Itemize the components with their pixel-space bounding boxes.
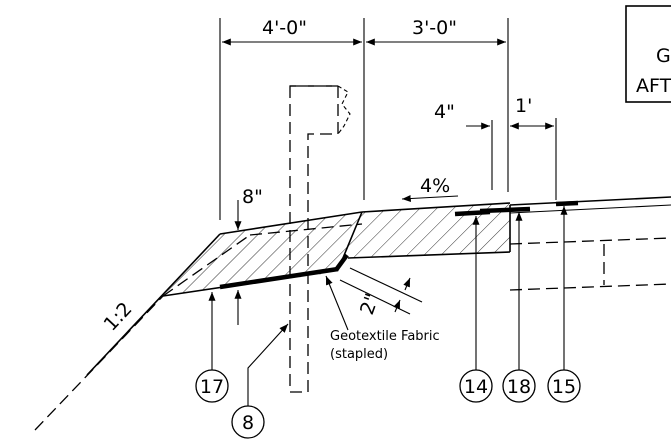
callout-18-label: 18 [507, 376, 531, 398]
thickness-dimension: 2" [339, 267, 423, 318]
callout-14-label: 14 [464, 376, 488, 398]
dim-1ft: 1' [515, 95, 532, 117]
geotextile-note: Geotextile Fabric (stapled) [325, 275, 440, 362]
callout-17: 17 [195, 369, 229, 403]
callout-15: 15 [547, 369, 581, 403]
thick-components [219, 200, 579, 290]
dashed-post [289, 85, 351, 393]
top-dimensions: 4'-0" 3'-0" [219, 17, 509, 220]
depth-label: 8" [242, 186, 263, 208]
dim-left-width: 4'-0" [262, 17, 307, 39]
cross-slope: 4% [401, 175, 459, 203]
dim-4in: 4" [434, 101, 455, 123]
title-box-line1: G [656, 45, 671, 67]
geotextile-label: Geotextile Fabric [330, 329, 440, 344]
cross-slope-label: 4% [420, 175, 450, 197]
title-box: G AFT [625, 5, 671, 103]
callout-8-label: 8 [242, 412, 254, 434]
callout-14: 14 [459, 369, 493, 403]
callout-15-label: 15 [552, 376, 576, 398]
callout-18: 18 [502, 369, 536, 403]
offset-dimensions: 4" 1' [434, 95, 557, 200]
depth-dimension: 8" [234, 186, 263, 325]
title-box-line2: AFT [636, 75, 671, 97]
callout-8: 8 [231, 405, 265, 439]
embankment-lines [34, 196, 671, 431]
geotextile-stapled: (stapled) [330, 347, 388, 362]
hatched-section [163, 203, 510, 296]
callout-17-label: 17 [200, 376, 224, 398]
side-slope-label: 1:2 [100, 298, 137, 335]
callout-leaders [208, 206, 568, 406]
dim-right-width: 3'-0" [412, 17, 457, 39]
thickness-label: 2" [356, 291, 384, 318]
